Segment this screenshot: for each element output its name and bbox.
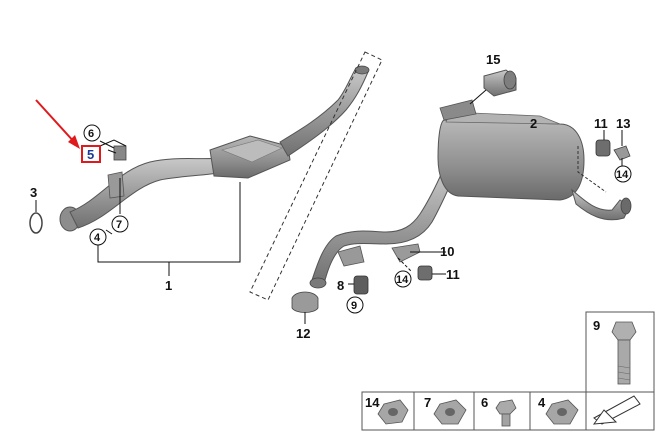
label-11-lower: 11 [446, 267, 460, 282]
label-6: 6 [88, 128, 94, 140]
label-2: 2 [530, 116, 537, 131]
label-15: 15 [486, 52, 500, 67]
callout-labels: 1 2 3 10 11 11 12 13 15 8 [30, 52, 630, 341]
gasket-part [29, 200, 43, 234]
label-14-lower: 14 [396, 274, 409, 286]
label-5: 5 [87, 147, 94, 162]
dashed-section-box [249, 51, 383, 301]
tray-label-9: 9 [593, 318, 600, 333]
highlight-box [81, 145, 101, 163]
tray-label-4: 4 [538, 395, 546, 410]
front-pipe-assembly [59, 65, 370, 232]
highlighted-part-5[interactable]: 5 [35, 99, 101, 163]
label-12: 12 [296, 326, 310, 341]
label-8: 8 [337, 278, 344, 293]
label-9: 9 [351, 300, 357, 312]
hanger-parts [291, 130, 631, 324]
rear-pipe-assembly [309, 69, 632, 289]
circled-callouts: 6 7 4 9 14 14 [83, 124, 632, 314]
label-11-upper: 11 [594, 116, 608, 131]
tray-label-7: 7 [424, 395, 431, 410]
tray-label-14: 14 [365, 395, 380, 410]
label-4: 4 [94, 232, 101, 244]
label-3: 3 [30, 185, 37, 200]
red-arrow-head-icon [68, 135, 80, 149]
label-13: 13 [616, 116, 630, 131]
label-1: 1 [165, 278, 172, 293]
label-14-upper: 14 [616, 169, 629, 181]
label-10: 10 [440, 244, 454, 259]
label-7: 7 [116, 219, 122, 231]
clamp-parts [99, 139, 127, 235]
part-1-leader [97, 182, 241, 276]
tray-label-6: 6 [481, 395, 488, 410]
red-arrow-line [35, 99, 77, 145]
fastener-tray: 14 7 6 4 9 [361, 311, 655, 431]
